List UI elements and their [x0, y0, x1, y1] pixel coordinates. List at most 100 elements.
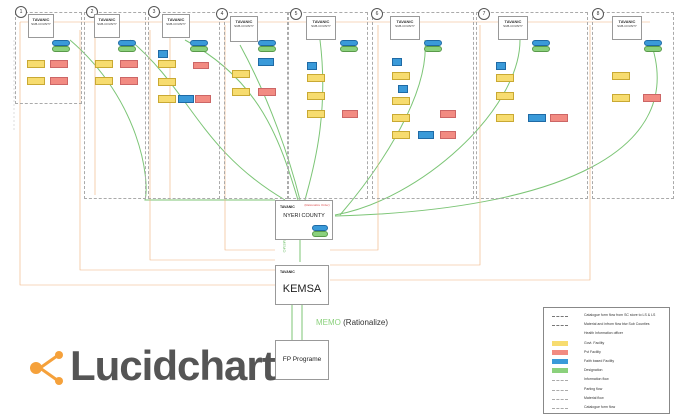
faith-facility [258, 58, 274, 66]
stage-marker-5: 5 [290, 8, 302, 20]
legend-label: Material flow [584, 395, 604, 400]
legend-label: Pvt Facility [584, 349, 601, 354]
subcounty-header-1: TAVANIC SUB-COUNTY [28, 14, 54, 38]
legend-label: Information flow [584, 377, 609, 382]
stage-marker-8: 8 [592, 8, 604, 20]
subcounty-header-4: TAVANIC SUB-COUNTY [230, 16, 258, 42]
subcounty-tag: TAVANIC [32, 17, 50, 22]
subcounty-name: SUB-COUNTY [395, 24, 415, 28]
legend-label: Parting flow [584, 386, 603, 391]
designation-badge [190, 40, 208, 46]
designation-badge [118, 46, 136, 52]
stage-marker-1: 1 [15, 6, 27, 18]
pvt-facility [342, 110, 358, 118]
govt-facility [307, 74, 325, 82]
subcounty-header-7: TAVANIC SUB-COUNTY [498, 16, 528, 40]
legend-swatch [552, 340, 568, 346]
legend-swatch [552, 408, 568, 409]
subcounty-name: SUB-COUNTY [503, 24, 523, 28]
govt-facility [158, 78, 176, 86]
legend-row: Designation [544, 366, 669, 376]
county-tag: TAVANIC [280, 205, 295, 209]
designation-badge [644, 40, 662, 46]
subcounty-1-container [15, 12, 82, 104]
subcounty-6-container [372, 12, 474, 199]
subcounty-header-8: TAVANIC SUB-COUNTY [612, 16, 642, 40]
govt-facility [392, 72, 410, 80]
designation-badge [532, 40, 550, 46]
designation-badge [258, 46, 276, 52]
pvt-facility [550, 114, 568, 122]
legend-row: Parting flow [544, 385, 669, 395]
govt-facility [496, 92, 514, 100]
govt-facility [392, 114, 410, 122]
legend-row: Pvt Facility [544, 348, 669, 358]
govt-facility [158, 60, 176, 68]
legend-row: Catalogue form flow [544, 403, 669, 413]
pvt-facility [193, 62, 209, 69]
legend-swatch [552, 325, 568, 327]
pvt-facility [643, 94, 661, 102]
subcounty-name: SUB-COUNTY [31, 22, 51, 26]
govt-facility [392, 131, 410, 139]
designation-badge [52, 46, 70, 52]
memo-vertical-label: MEMO [282, 240, 287, 253]
faith-facility [158, 50, 168, 58]
subcounty-tag: TAVANIC [504, 19, 522, 24]
legend: Catalogue form flow from SC store to LS … [543, 307, 670, 414]
pvt-facility [50, 60, 68, 68]
lucidchart-logo-text: Lucidchart [70, 342, 276, 389]
designation-badge [532, 46, 550, 52]
faith-facility [392, 58, 402, 66]
legend-row: Faith based Facility [544, 357, 669, 367]
designation-badge [312, 231, 328, 237]
govt-facility [27, 60, 45, 68]
subcounty-name: SUB-COUNTY [166, 22, 186, 26]
stage-marker-4: 4 [216, 8, 228, 20]
legend-label: Material and infrom flow btw Sub Countie… [584, 322, 650, 327]
subcounty-header-2: TAVANIC SUB-COUNTY [94, 14, 120, 38]
faith-facility [496, 62, 506, 70]
subcounty-name: SUB-COUNTY [311, 24, 331, 28]
subcounty-5-container [288, 12, 368, 199]
kemsa-node: TAVANIC KEMSA [275, 265, 329, 305]
legend-row: Govt. Facility [544, 339, 669, 349]
govt-facility [612, 94, 630, 102]
designation-badge [340, 40, 358, 46]
legend-swatch [552, 349, 568, 355]
pvt-facility [50, 77, 68, 85]
subcounty-tag: TAVANIC [98, 17, 116, 22]
subcounty-tag: TAVANIC [235, 19, 253, 24]
subcounty-8-container [592, 12, 674, 199]
govt-facility [232, 88, 250, 96]
designation-badge [424, 46, 442, 52]
legend-label: Govt. Facility [584, 340, 605, 345]
stage-marker-3: 3 [148, 6, 160, 18]
subcounty-header-6: TAVANIC SUB-COUNTY [390, 16, 420, 40]
subcounty-header-5: TAVANIC SUB-COUNTY [306, 16, 336, 40]
nyeri-county-node: TAVANIC (Rationalize Order) NYERI COUNTY [275, 200, 333, 240]
legend-row: Information flow [544, 375, 669, 385]
legend-swatch [552, 316, 568, 317]
faith-facility [178, 95, 194, 103]
designation-badge [190, 46, 208, 52]
faith-facility [307, 62, 317, 70]
legend-label: Catalogue form flow from SC store to LS … [584, 313, 656, 317]
county-name: NYERI COUNTY [283, 213, 325, 219]
legend-label: Faith based Facility [584, 359, 615, 363]
subcounty-tag: TAVANIC [167, 17, 185, 22]
lucidchart-logo-icon [22, 348, 67, 388]
kemsa-tag: TAVANIC [280, 270, 295, 274]
govt-facility [307, 110, 325, 118]
stage-marker-6: 6 [371, 8, 383, 20]
pvt-facility [440, 131, 456, 139]
subcounty-7-container [476, 12, 588, 199]
legend-swatch [552, 389, 568, 391]
legend-swatch [552, 331, 568, 336]
pvt-facility [258, 88, 276, 96]
designation-badge [424, 40, 442, 46]
pvt-facility [120, 77, 138, 85]
govt-facility [496, 114, 514, 122]
legend-label: Catalogue form flow [584, 405, 616, 409]
govt-facility [27, 77, 45, 85]
